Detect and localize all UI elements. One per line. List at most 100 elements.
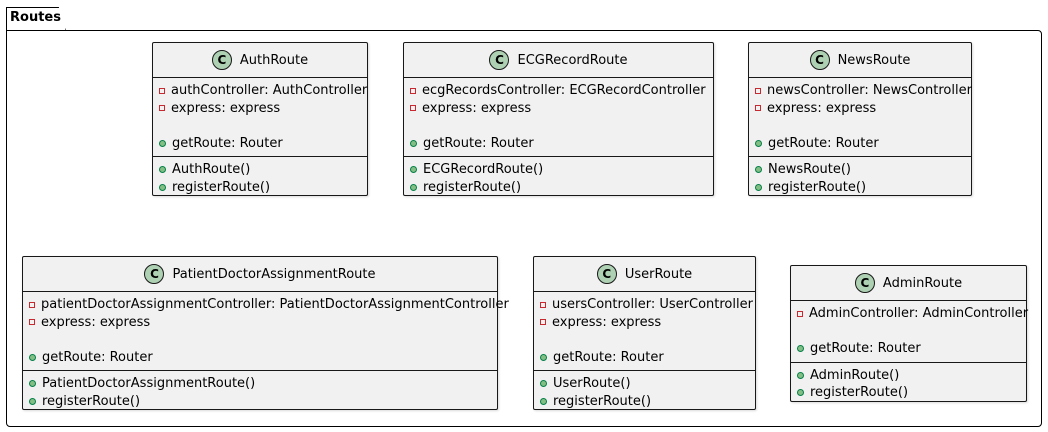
class-stereotype-icon: C	[211, 50, 232, 70]
operation-text: UserRoute()	[553, 376, 631, 392]
operation-row: registerRoute()	[159, 179, 367, 197]
class-name: AdminRoute	[882, 275, 963, 291]
private-visibility-icon	[410, 87, 416, 94]
class-attributes: AdminController: AdminController getRoute…	[791, 301, 1029, 363]
class-stereotype-icon: C	[809, 50, 830, 70]
class-operations: AdminRoute() registerRoute()	[791, 363, 1026, 406]
class-name: PatientDoctorAssignmentRoute	[172, 266, 376, 282]
public-visibility-icon	[797, 389, 804, 397]
public-visibility-icon	[29, 380, 36, 388]
attribute-text: getRoute: Router	[553, 349, 664, 365]
operation-text: NewsRoute()	[768, 162, 852, 178]
class-header: C AdminRoute	[791, 266, 1026, 301]
private-visibility-icon	[159, 105, 165, 112]
class-name: AuthRoute	[239, 52, 309, 68]
private-visibility-icon	[29, 319, 35, 326]
attribute-row	[797, 323, 1026, 341]
operation-row: registerRoute()	[29, 393, 497, 411]
class-news-route[interactable]: C NewsRoute newsController: NewsController…	[748, 42, 972, 196]
attribute-text: patientDoctorAssignmentController: Patie…	[41, 297, 509, 313]
attribute-row: getRoute: Router	[410, 135, 713, 153]
operation-row: UserRoute()	[540, 375, 755, 393]
public-visibility-icon	[755, 139, 762, 147]
operation-text: ECGRecordRoute()	[423, 162, 544, 178]
attribute-row: patientDoctorAssignmentController: Patie…	[29, 296, 509, 314]
private-visibility-icon	[755, 87, 761, 94]
public-visibility-icon	[540, 380, 547, 388]
attribute-row: getRoute: Router	[159, 135, 367, 153]
class-user-route[interactable]: C UserRoute usersController: UserControlle…	[533, 256, 756, 410]
class-operations: ECGRecordRoute()registerRoute()	[404, 157, 713, 200]
operation-text: registerRoute()	[42, 393, 141, 409]
attribute-row: express: express	[410, 100, 713, 118]
private-visibility-icon	[755, 105, 761, 112]
private-visibility-icon	[797, 310, 803, 317]
private-visibility-icon	[159, 87, 165, 94]
operation-text: registerRoute()	[768, 179, 867, 195]
operation-row: registerRoute()	[755, 179, 971, 197]
attribute-row	[29, 331, 497, 349]
attribute-row	[410, 117, 713, 135]
operation-text: PatientDoctorAssignmentRoute()	[42, 376, 256, 392]
attribute-row: express: express	[755, 100, 971, 118]
attribute-row: newsController: NewsController	[755, 82, 972, 100]
public-visibility-icon	[755, 166, 762, 174]
attribute-row: getRoute: Router	[797, 340, 1026, 358]
operation-row: NewsRoute()	[755, 161, 971, 179]
operation-text: AdminRoute()	[810, 367, 900, 383]
public-visibility-icon	[540, 353, 547, 361]
public-visibility-icon	[159, 139, 166, 147]
attribute-text: express: express	[41, 314, 151, 330]
attribute-text: authController: AuthController	[171, 83, 368, 99]
private-visibility-icon	[29, 301, 35, 308]
attribute-text: getRoute: Router	[810, 341, 921, 357]
attribute-text: usersController: UserController	[552, 297, 753, 313]
public-visibility-icon	[797, 371, 804, 379]
attribute-text: newsController: NewsController	[767, 83, 972, 99]
public-visibility-icon	[410, 139, 417, 147]
public-visibility-icon	[29, 353, 36, 361]
class-header: C UserRoute	[534, 257, 755, 292]
attribute-row: getRoute: Router	[29, 349, 497, 367]
attribute-row: AdminController: AdminController	[797, 305, 1029, 323]
private-visibility-icon	[540, 319, 546, 326]
operation-row: registerRoute()	[540, 393, 755, 411]
public-visibility-icon	[159, 183, 166, 191]
public-visibility-icon	[29, 397, 36, 405]
package-title: Routes	[10, 10, 61, 25]
class-attributes: ecgRecordsController: ECGRecordControlle…	[404, 78, 713, 157]
attribute-text: ecgRecordsController: ECGRecordControlle…	[422, 83, 706, 99]
attribute-text: AdminController: AdminController	[809, 306, 1029, 322]
package-tab	[6, 7, 66, 31]
operation-row: AuthRoute()	[159, 161, 367, 179]
class-stereotype-icon: C	[596, 264, 617, 284]
operation-text: registerRoute()	[423, 179, 522, 195]
attribute-row: getRoute: Router	[540, 349, 755, 367]
attribute-text: getRoute: Router	[172, 135, 283, 151]
operation-text: registerRoute()	[810, 385, 909, 401]
attribute-row: authController: AuthController	[159, 82, 367, 100]
attribute-row	[755, 117, 971, 135]
class-name: NewsRoute	[837, 52, 911, 68]
class-header: C NewsRoute	[749, 43, 971, 78]
attribute-row: ecgRecordsController: ECGRecordControlle…	[410, 82, 713, 100]
class-operations: NewsRoute()registerRoute()	[749, 157, 971, 200]
attribute-row: express: express	[540, 314, 755, 332]
class-stereotype-icon: C	[489, 50, 510, 70]
private-visibility-icon	[540, 301, 546, 308]
class-name: UserRoute	[624, 266, 693, 282]
operation-row: registerRoute()	[797, 384, 1026, 402]
operation-text: registerRoute()	[172, 179, 271, 195]
class-operations: PatientDoctorAssignmentRoute()registerRo…	[23, 371, 497, 414]
operation-text: registerRoute()	[553, 393, 652, 409]
class-auth-route[interactable]: C AuthRoute authController: AuthController…	[152, 42, 368, 196]
class-stereotype-icon: C	[854, 273, 875, 293]
